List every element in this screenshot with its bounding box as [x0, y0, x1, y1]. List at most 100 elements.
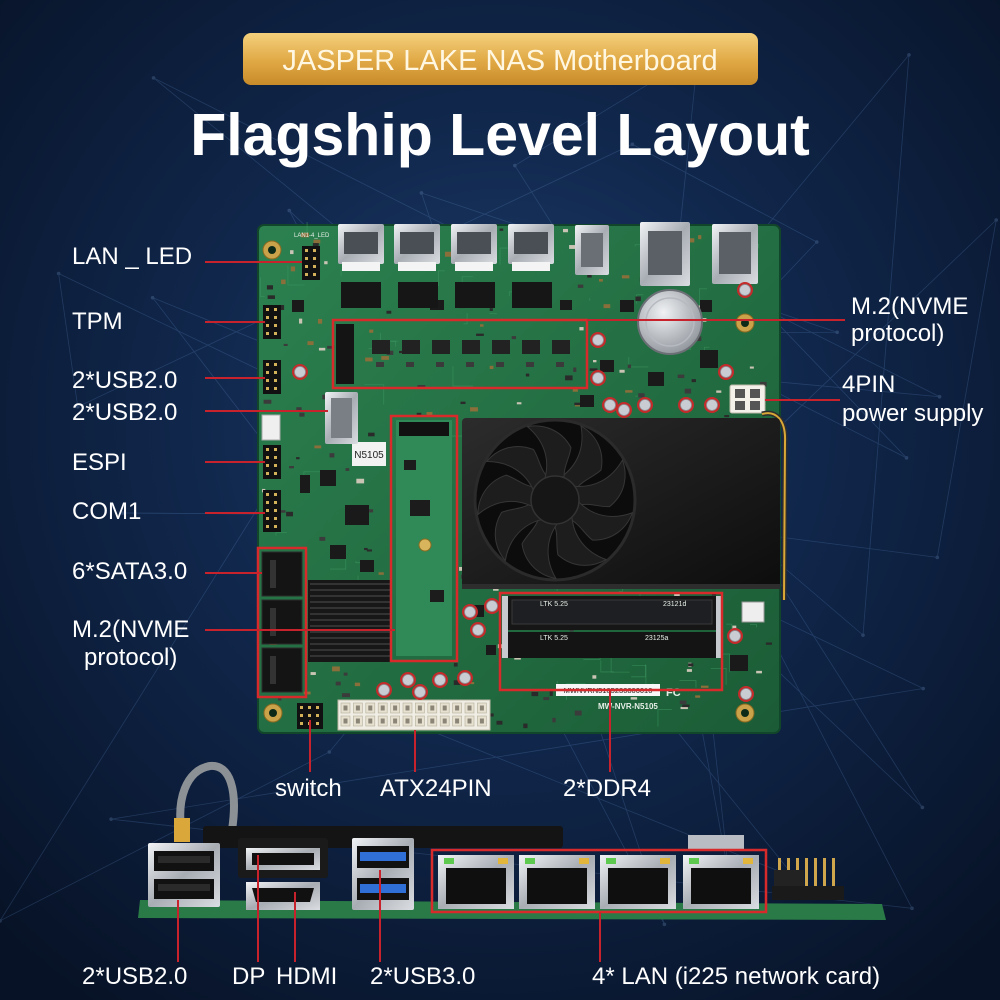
rj45-led-green	[525, 858, 535, 864]
lan-led-header	[302, 246, 320, 280]
capacitor-top	[740, 688, 752, 700]
atx-pin-hole	[417, 705, 422, 711]
smd-component	[682, 704, 690, 708]
smd-component	[574, 402, 581, 406]
network-node	[935, 555, 940, 560]
smd-component	[756, 670, 762, 674]
atx-pin-hole	[467, 705, 472, 711]
smd-component	[698, 235, 702, 240]
heatsink-edge	[462, 584, 780, 589]
rj45-opening	[514, 232, 548, 254]
label-m2-top-line1: M.2(NVME	[851, 293, 968, 320]
smd-component	[290, 250, 294, 255]
rj45-led-yellow	[660, 858, 670, 864]
header-base	[263, 445, 281, 479]
smd-component	[531, 691, 539, 697]
capacitor-top	[739, 284, 751, 296]
rj45-led-green	[689, 858, 699, 864]
atx-pin-hole	[442, 705, 447, 711]
m2-vertical-slot	[396, 420, 452, 656]
fan-blade	[494, 503, 543, 562]
network-node	[907, 53, 911, 57]
ddr4-slots: LTK 5.25 23121d LTK 5.25 23125a MWNVRN51…	[502, 596, 722, 711]
io-pin-headers	[772, 858, 844, 900]
pcb-trace	[698, 288, 708, 306]
fan-blade	[485, 446, 548, 491]
header-pin	[274, 464, 277, 467]
label-usb2-port: 2*USB2.0	[72, 399, 177, 426]
smd-component	[453, 662, 458, 667]
pcb-trace	[287, 265, 305, 286]
atx-pin-hole	[368, 705, 373, 711]
motherboard: LAN1-4_LED	[256, 222, 788, 734]
ic-chip	[330, 545, 346, 559]
rj45-led-yellow	[498, 858, 508, 864]
header-pin	[266, 456, 269, 459]
network-node	[0, 918, 2, 923]
smd-component	[489, 308, 493, 311]
io-labels: 2*USB2.0 DP HDMI 2*USB3.0 4* LAN (i225 n…	[82, 963, 880, 990]
header-pin	[266, 308, 269, 311]
smd-component	[281, 279, 286, 285]
dimm-module-top	[511, 599, 713, 625]
smd-component	[345, 468, 350, 471]
network-node	[109, 817, 113, 821]
network-node	[287, 208, 292, 213]
port-opening	[581, 233, 603, 267]
label-io-usb2: 2*USB2.0	[82, 963, 187, 990]
ic-chip	[560, 300, 572, 310]
m2-area-smd	[466, 362, 474, 367]
smd-component	[593, 360, 597, 363]
smd-component	[696, 336, 702, 342]
page-title: Flagship Level Layout	[190, 102, 810, 168]
usb2-port-opening	[331, 398, 352, 438]
smd-component	[381, 356, 389, 360]
sata-slot	[270, 656, 276, 684]
atx-pin-hole	[442, 718, 447, 724]
pcb-trace	[302, 222, 308, 234]
rj45-port-top	[451, 224, 497, 271]
mounting-holes	[262, 240, 755, 723]
smd-component	[569, 245, 577, 249]
smd-component	[341, 693, 350, 698]
smd-component	[592, 675, 597, 679]
smd-component	[688, 663, 694, 667]
dimm-top-code: 23121d	[663, 601, 686, 608]
network-line	[111, 688, 924, 820]
label-io-hdmi: HDMI	[276, 963, 337, 990]
rj45-port-top	[338, 224, 384, 271]
atx-pin-hole	[430, 718, 435, 724]
io-displayport	[238, 838, 328, 878]
rj45-label	[512, 262, 550, 271]
usb2-tongue	[158, 856, 210, 863]
smd-component	[732, 625, 737, 629]
smd-component	[329, 453, 335, 458]
io-rj45-port	[683, 855, 759, 909]
smd-component	[599, 279, 603, 282]
rj45-led-green	[606, 858, 616, 864]
header-pin	[266, 387, 269, 390]
rj45-port-top	[508, 224, 554, 271]
smd-component	[630, 697, 638, 700]
capacitor-top	[459, 672, 471, 684]
ic-chip	[320, 470, 336, 486]
io-rj45-port	[438, 855, 514, 909]
rj45-port-top	[394, 224, 440, 271]
network-line	[632, 143, 817, 243]
smd-component	[476, 333, 484, 336]
header-pin	[305, 249, 308, 252]
board-callout-lines	[205, 261, 845, 772]
fan-blade	[553, 515, 608, 566]
mount-hole-center	[741, 709, 749, 717]
atx-housing	[337, 699, 491, 731]
network-node	[75, 405, 80, 409]
smd-component	[367, 509, 374, 513]
rj45-opening	[400, 232, 434, 254]
cmos-battery	[637, 289, 703, 355]
smd-component	[565, 375, 573, 381]
capacitor-top	[680, 399, 692, 411]
smd-component	[327, 345, 335, 349]
pcb-trace	[452, 366, 473, 387]
rj45-opening	[691, 868, 751, 904]
m2-area-chip	[522, 340, 540, 354]
